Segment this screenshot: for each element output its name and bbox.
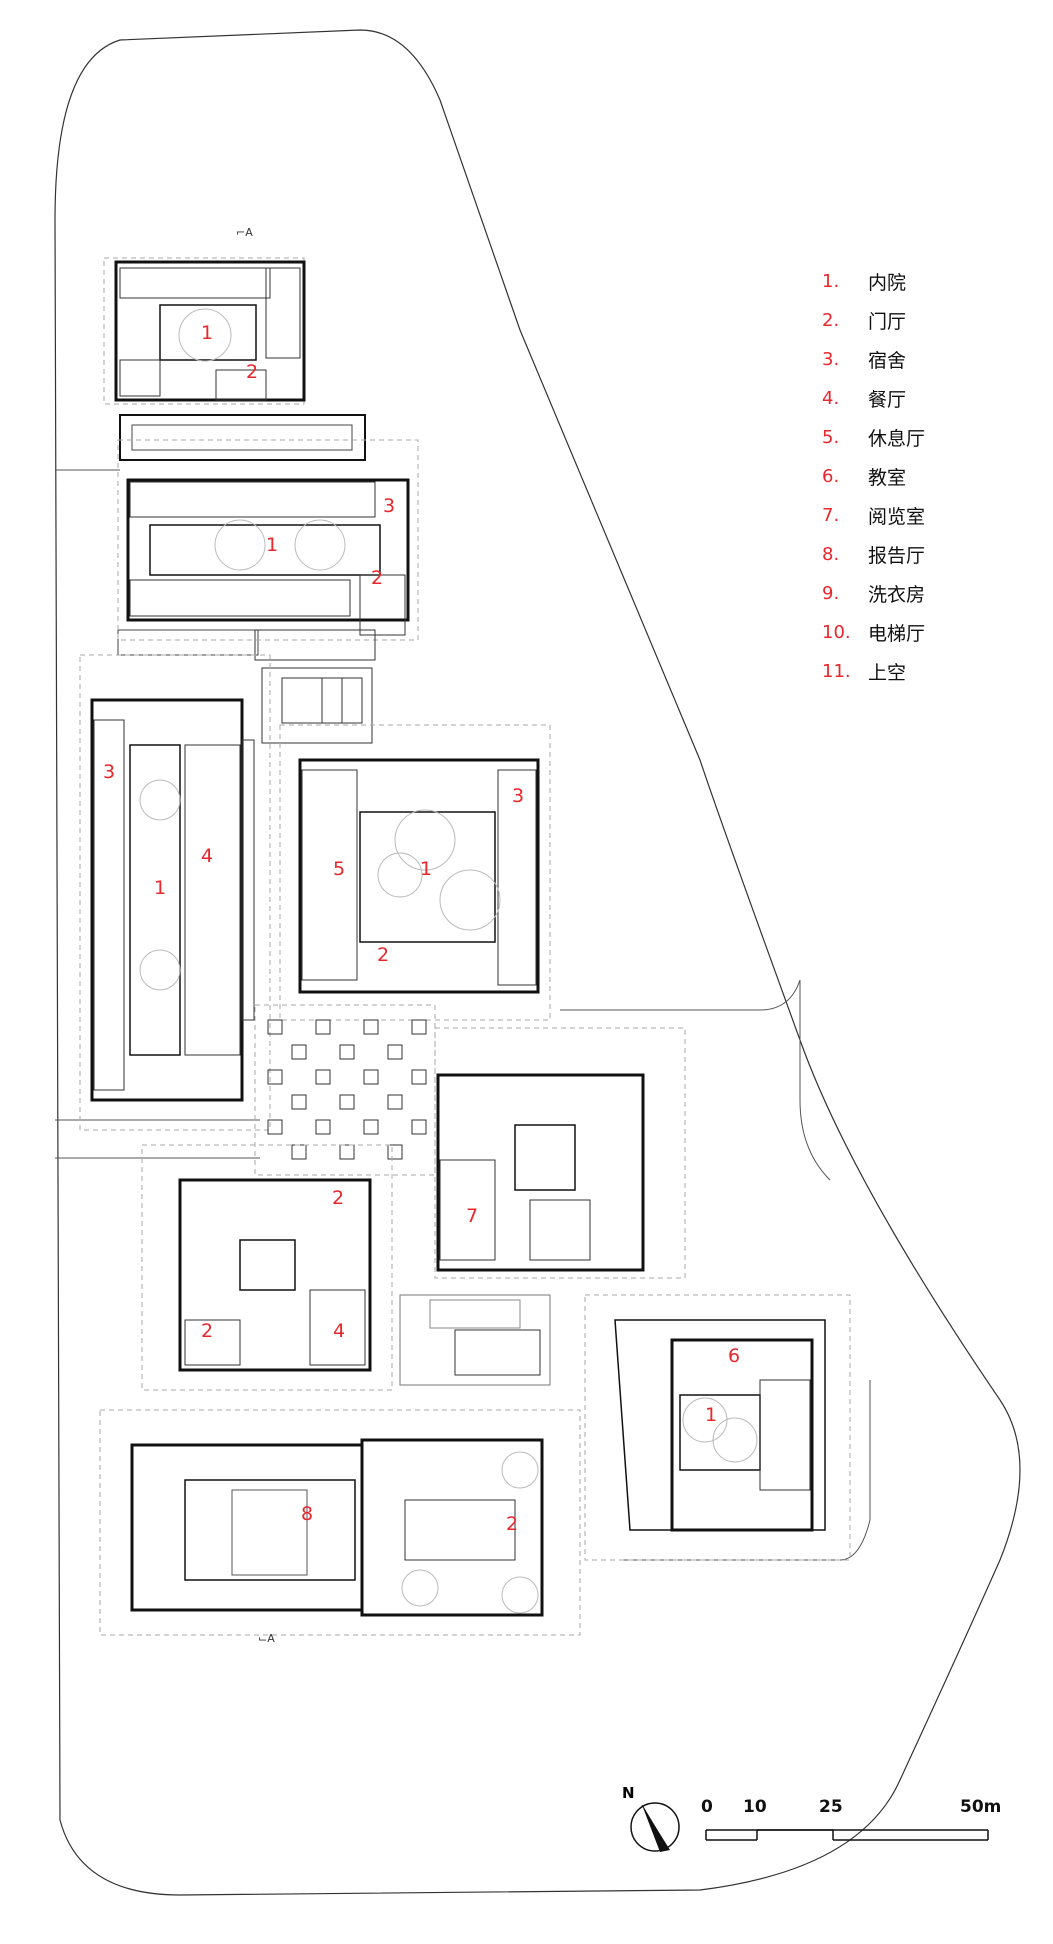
room-label: 2: [370, 567, 384, 589]
room-label: 2: [200, 1320, 214, 1342]
plaza-tile: [387, 1044, 403, 1060]
plaza-tile: [291, 1044, 307, 1060]
building-g: [584, 1294, 851, 1561]
room-label: 6: [727, 1345, 741, 1367]
room-label: 1: [153, 877, 167, 899]
legend-item: 11.上空: [822, 661, 907, 684]
scale-tick-25: 25: [819, 1797, 843, 1817]
building-h: [99, 1409, 581, 1636]
room-label: 4: [332, 1320, 346, 1342]
legend-item: 10.电梯厅: [822, 622, 926, 645]
plaza-tile: [267, 1069, 283, 1085]
plaza-tile: [411, 1069, 427, 1085]
plaza-grid: [254, 1004, 436, 1176]
room-label: 2: [331, 1187, 345, 1209]
plaza-tile: [387, 1144, 403, 1160]
building-d: [279, 724, 551, 1021]
plaza-tile: [339, 1094, 355, 1110]
plaza-tile: [411, 1019, 427, 1035]
site-boundary: [54, 29, 1021, 1896]
plaza-tile: [315, 1019, 331, 1035]
legend-item: 5.休息厅: [822, 427, 926, 450]
room-label: 1: [200, 322, 214, 344]
room-label: 4: [200, 845, 214, 867]
plaza-tile: [339, 1044, 355, 1060]
room-label: 1: [419, 858, 433, 880]
plaza-tile: [363, 1019, 379, 1035]
scale-tick-10: 10: [743, 1797, 767, 1817]
north-label: N: [622, 1784, 635, 1802]
building-f: [141, 1144, 393, 1391]
plaza-tile: [411, 1119, 427, 1135]
plaza-tile: [291, 1144, 307, 1160]
building-a: [103, 257, 306, 405]
room-label: 2: [505, 1513, 519, 1535]
plaza-tile: [315, 1119, 331, 1135]
room-label: 3: [511, 785, 525, 807]
plaza-tile: [267, 1119, 283, 1135]
scale-tick-50m: 50m: [960, 1797, 1002, 1817]
legend-item: 2.门厅: [822, 310, 907, 333]
section-mark-top: ⌐A: [236, 226, 253, 239]
center-pavilion: [399, 1294, 551, 1386]
room-label: 8: [300, 1503, 314, 1525]
room-label: 2: [245, 361, 259, 383]
plaza-tile: [315, 1069, 331, 1085]
legend-item: 8.报告厅: [822, 544, 926, 567]
plaza-tile: [363, 1069, 379, 1085]
room-label: 3: [102, 761, 116, 783]
legend-item: 7.阅览室: [822, 505, 926, 528]
legend-item: 6.教室: [822, 466, 907, 489]
building-e: [434, 1027, 686, 1279]
room-label: 1: [704, 1404, 718, 1426]
scale-tick-0: 0: [701, 1797, 713, 1817]
room-label: 5: [332, 858, 346, 880]
plaza-tile: [363, 1119, 379, 1135]
plaza-tile: [387, 1094, 403, 1110]
plaza-tile: [339, 1144, 355, 1160]
plaza-tile: [267, 1019, 283, 1035]
scale-bar: [705, 1829, 989, 1841]
road-curve: [560, 979, 831, 1181]
room-label: 7: [465, 1205, 479, 1227]
building-c: [79, 654, 271, 1131]
court-plaza: [254, 629, 376, 744]
plaza-tile: [291, 1094, 307, 1110]
legend-item: 3.宿舍: [822, 349, 907, 372]
road-line: [55, 469, 260, 1159]
room-label: 3: [382, 495, 396, 517]
north-arrow-icon: [630, 1802, 680, 1852]
room-label: 2: [376, 944, 390, 966]
road-curve-2: [620, 1380, 871, 1561]
building-b: [117, 439, 419, 641]
legend: 1.内院 2.门厅 3.宿舍 4.餐厅 5.休息厅 6.教室 7.阅览室 8.报…: [822, 262, 1022, 691]
section-mark-bottom: ⌙A: [258, 1632, 275, 1645]
legend-item: 1.内院: [822, 271, 907, 294]
legend-item: 4.餐厅: [822, 388, 907, 411]
legend-item: 9.洗衣房: [822, 583, 926, 606]
room-label: 1: [265, 534, 279, 556]
